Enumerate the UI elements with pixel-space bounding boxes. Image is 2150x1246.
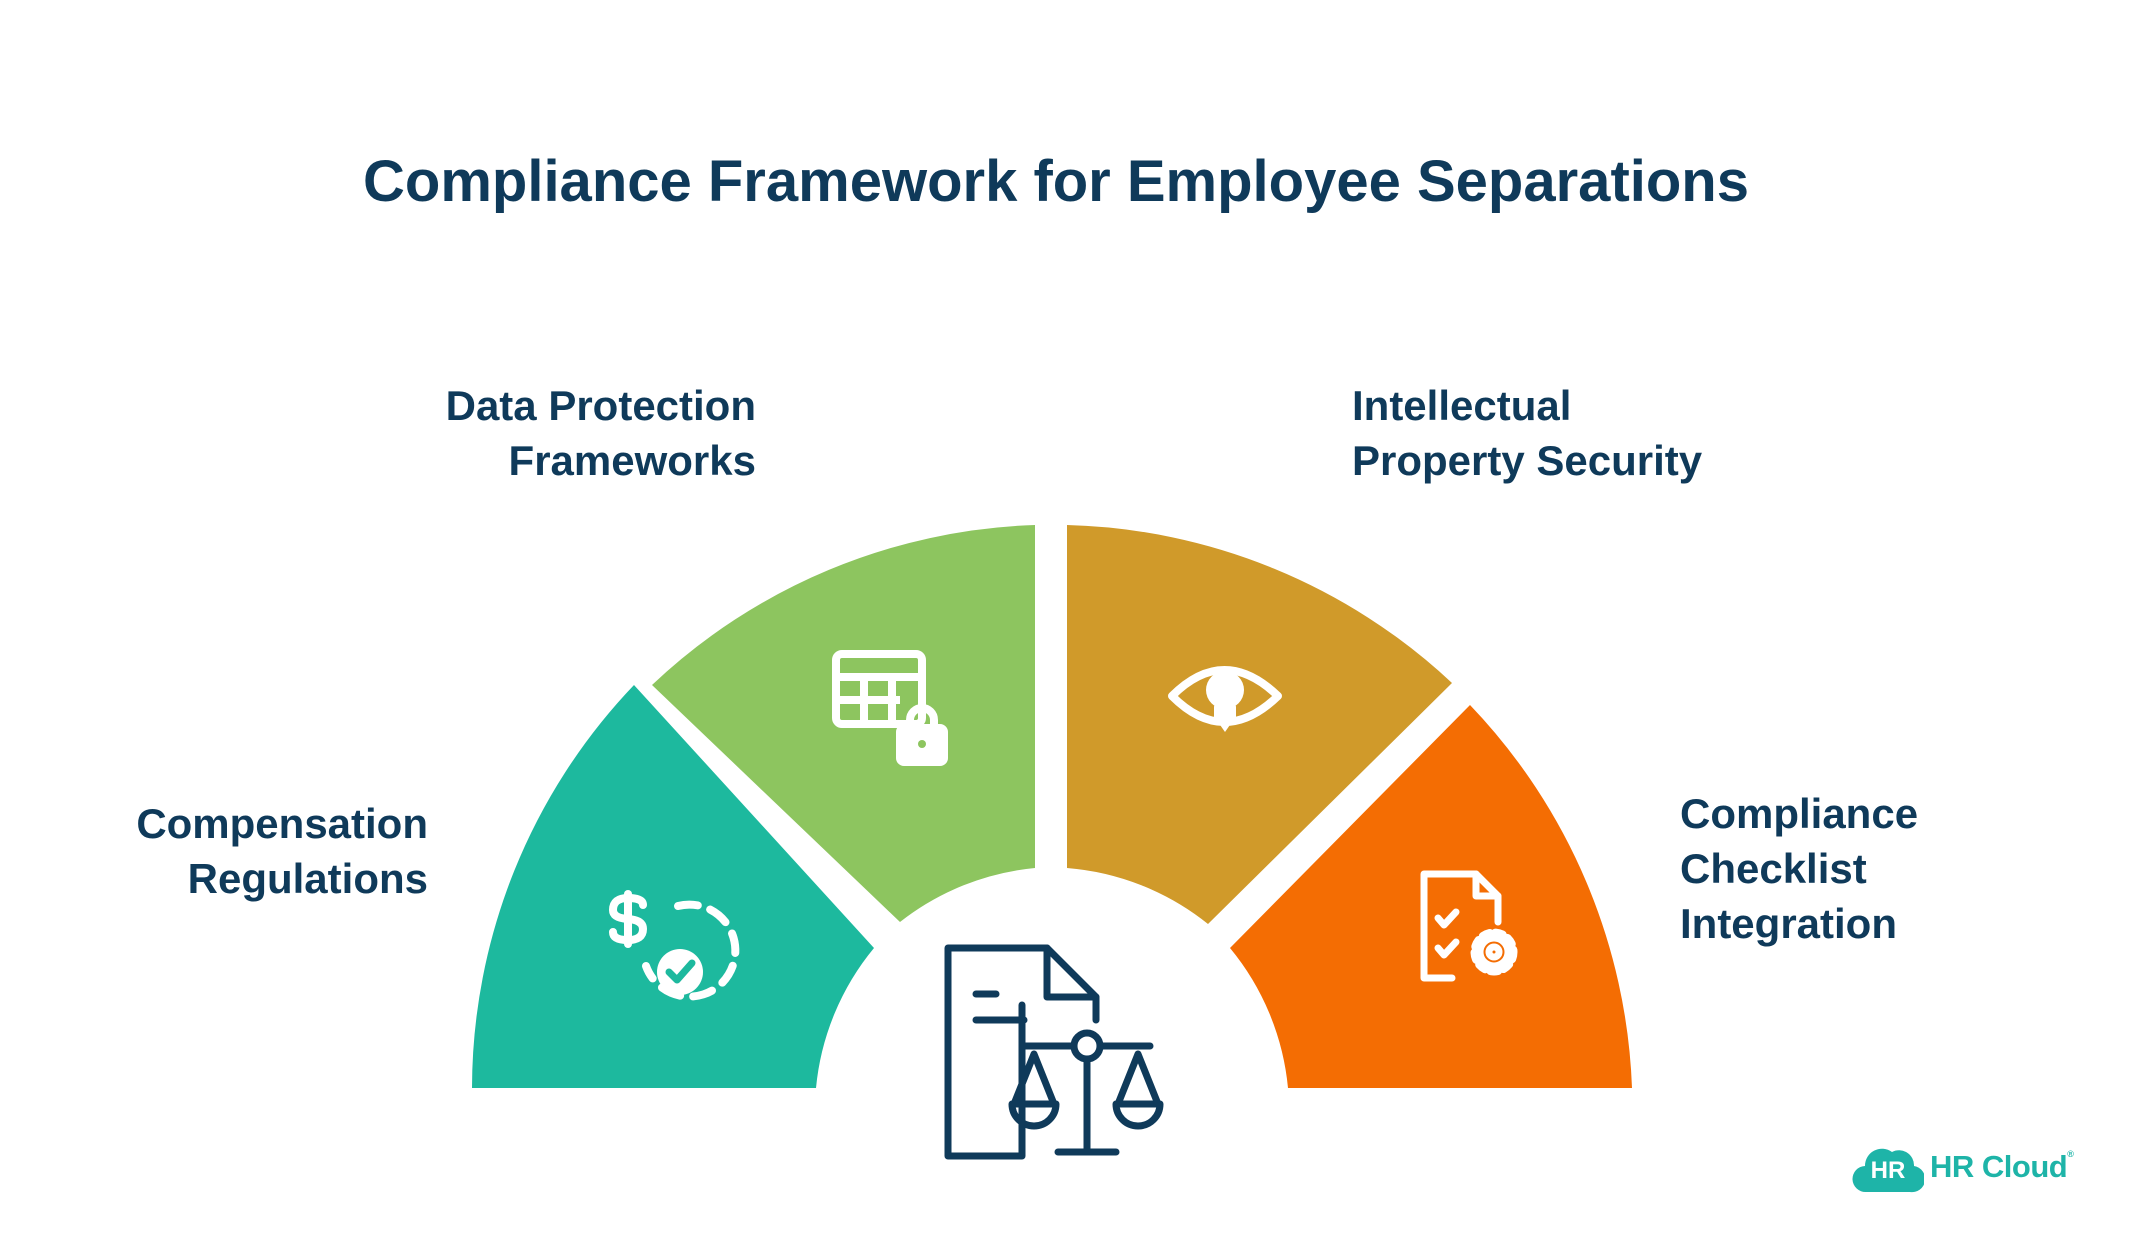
label-data-protection-frameworks: Data Protection Frameworks: [445, 382, 756, 484]
hr-cloud-logo: HR HR Cloud®: [1852, 1138, 2074, 1196]
label-compensation-regulations: Compensation Regulations: [136, 800, 428, 902]
checklist-gear-icon: [1420, 870, 1518, 982]
registered-mark: ®: [2067, 1149, 2074, 1159]
cloud-logo-icon: HR: [1852, 1138, 1926, 1196]
logo-text: HR Cloud: [1930, 1149, 2068, 1184]
document-scales-icon: [944, 944, 1164, 1160]
page-title: Compliance Framework for Employee Separa…: [363, 149, 1749, 214]
dollar-check-icon: [609, 890, 740, 1001]
segment-compliance-checklist-integration: [1230, 705, 1632, 1088]
logo-badge-text: HR: [1870, 1157, 1906, 1184]
label-compliance-checklist-integration: Compliance Checklist Integration: [1680, 790, 1919, 947]
segment-compensation-regulations: [472, 685, 874, 1088]
eye-lightbulb-icon: [1168, 666, 1282, 732]
segment-intellectual-property-security: [1067, 525, 1452, 924]
locked-table-icon: [832, 650, 948, 766]
label-intellectual-property-security: Intellectual Property Security: [1352, 382, 1703, 484]
